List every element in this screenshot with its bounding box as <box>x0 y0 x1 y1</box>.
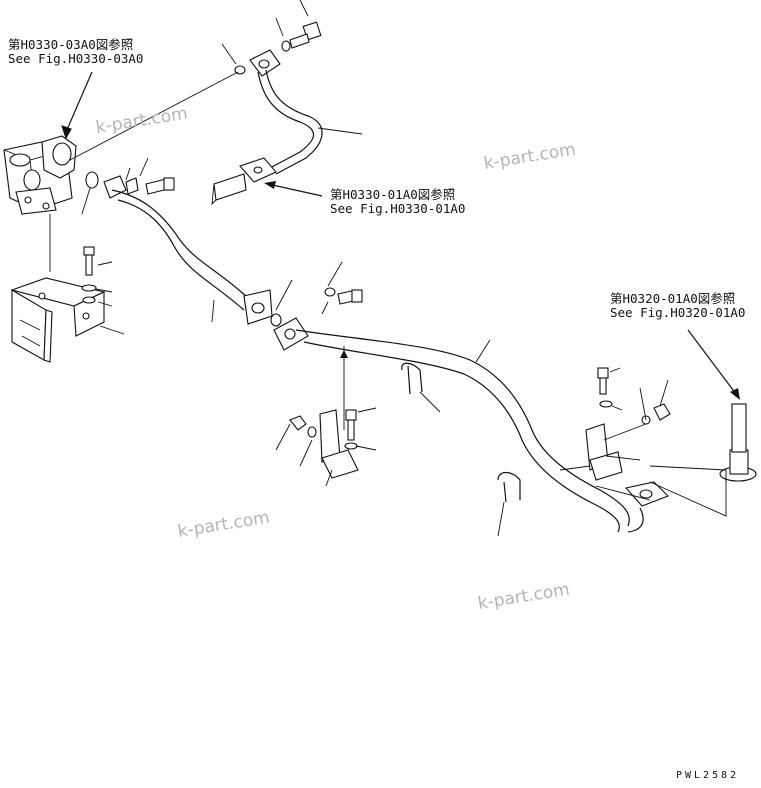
top-bolt <box>281 21 322 52</box>
block-oring <box>85 171 99 189</box>
right-fitting <box>719 403 757 482</box>
ref-jp-h0330-03a0: 第H0330-03A0図参照 <box>8 37 134 52</box>
support-bracket <box>10 277 106 363</box>
ref-en-h0330-01a0: See Fig.H0330-01A0 <box>330 201 466 216</box>
flange-oring <box>270 313 282 327</box>
u-bolt-2 <box>497 471 521 537</box>
pipe-bolt-2 <box>324 287 363 305</box>
upper-pipe <box>257 71 315 169</box>
ref-en-h0330-03a0: See Fig.H0330-03A0 <box>8 51 144 66</box>
ref-leader-2 <box>267 183 323 197</box>
ref-callout-h0330-03a0: 第H0330-03A0図参照 See Fig.H0330-03A0 <box>8 38 143 66</box>
ref-jp-h0330-01a0: 第H0330-01A0図参照 <box>330 187 456 202</box>
ref-arrow-1 <box>61 125 72 140</box>
pipe-bolt-1 <box>125 177 175 195</box>
ref-en-h0320-01a0: See Fig.H0320-01A0 <box>610 305 746 320</box>
ref-leader-3 <box>687 329 737 395</box>
ref-jp-h0320-01a0: 第H0320-01A0図参照 <box>610 291 736 306</box>
bracket-bolt <box>81 246 97 304</box>
main-pipe-left <box>103 175 273 325</box>
upper-pipe-flange <box>211 157 277 206</box>
ref-leader-1 <box>65 71 93 133</box>
top-flange <box>249 49 281 77</box>
ref-callout-h0330-01a0: 第H0330-01A0図参照 See Fig.H0330-01A0 <box>330 188 465 216</box>
clamp-bracket-mid <box>319 409 359 479</box>
u-bolt-1 <box>401 362 441 413</box>
right-nut-washer <box>641 403 671 425</box>
valve-block <box>3 135 77 215</box>
clamp-bracket-right <box>585 367 623 481</box>
ref-callout-h0320-01a0: 第H0320-01A0図参照 See Fig.H0320-01A0 <box>610 292 745 320</box>
main-pipe-right <box>273 317 669 533</box>
mid-nut-washer <box>289 415 317 438</box>
drawing-code: PWL2582 <box>676 770 740 781</box>
